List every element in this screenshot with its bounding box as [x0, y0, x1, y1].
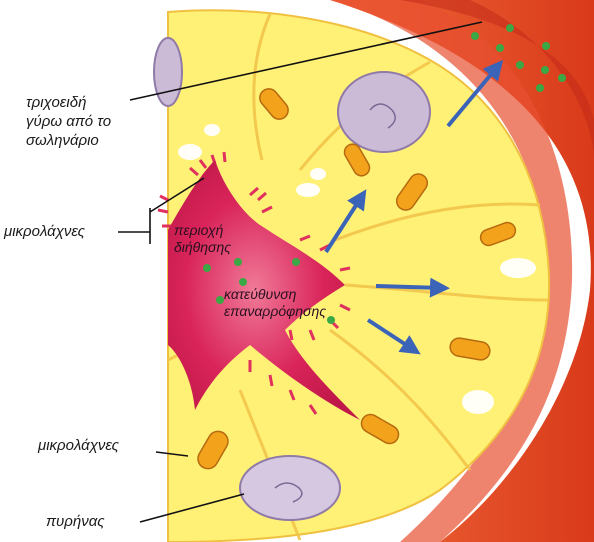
nucleus-top — [338, 72, 430, 152]
label-microvilli-top: μικρολάχνες — [4, 222, 85, 241]
label-microvilli-bottom: μικρολάχνες — [38, 436, 119, 455]
label-nucleus: πυρήνας — [46, 512, 105, 531]
label-capillaries: τριχοειδή γύρω από το σωληνάριο — [26, 93, 111, 150]
label-diffusion-area: περιοχή διήθησης — [174, 222, 231, 256]
label-reabsorption-direction: κατεύθυνση επαναρρόφησης — [224, 286, 326, 320]
nucleus-left-partial — [154, 38, 182, 106]
nucleus-bottom — [240, 456, 340, 520]
